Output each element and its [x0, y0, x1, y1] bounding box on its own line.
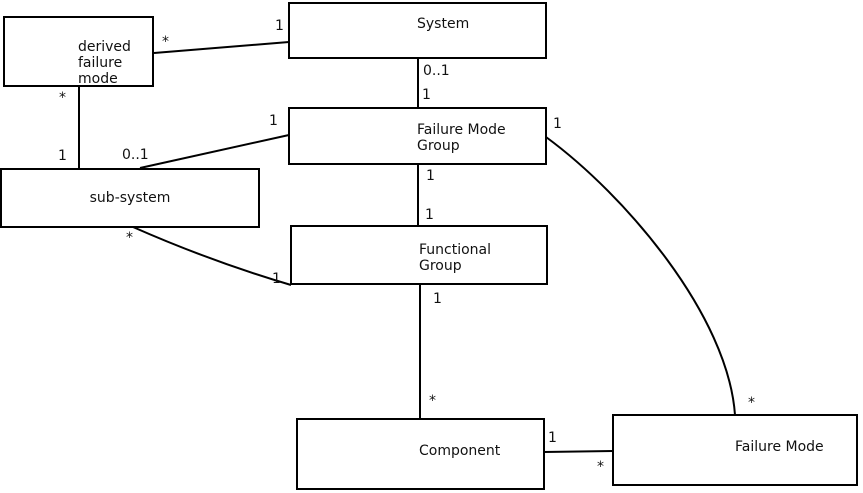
node-component: Component [296, 418, 545, 490]
edge-failure-mode-group-failure-mode [545, 136, 736, 416]
node-failure-mode-group: Failure Mode Group [288, 107, 547, 165]
edge-sub-system-failure-mode-group [139, 134, 290, 169]
mult-component-failure-mode-near-component: 1 [548, 430, 557, 446]
node-label-component: Component [419, 443, 501, 459]
node-label-system: System [417, 16, 470, 32]
mult-sub-system-failure-mode-group-near-group: 1 [269, 113, 278, 129]
mult-derived-failure-mode-system-near-system: 1 [275, 18, 284, 34]
mult-sub-system-functional-group-near-sub-system: * [126, 230, 133, 246]
node-failure-mode: Failure Mode [612, 414, 858, 486]
node-label-failure-mode: Failure Mode [735, 439, 824, 455]
edge-sub-system-functional-group [132, 226, 292, 286]
edge-component-failure-mode [543, 450, 614, 453]
node-system: System [288, 2, 547, 59]
node-derived-failure-mode: derived failure mode [3, 16, 154, 87]
mult-failure-mode-group-functional-group-near-fg: 1 [425, 207, 434, 223]
mult-failure-mode-group-functional-group-near-fmg: 1 [426, 168, 435, 184]
node-label-derived-failure-mode: derived failure mode [78, 39, 131, 87]
mult-sub-system-failure-mode-group-near-sub-system: 0..1 [122, 147, 149, 163]
mult-functional-group-component-near-component: * [429, 393, 436, 409]
node-label-sub-system: sub-system [89, 190, 171, 206]
node-label-functional-group: Functional Group [419, 242, 492, 274]
mult-functional-group-component-near-fg: 1 [433, 291, 442, 307]
mult-sub-system-functional-group-near-fg: 1 [272, 271, 281, 287]
mult-derived-failure-mode-sub-system-near-sub-system: 1 [58, 148, 67, 164]
mult-system-failure-mode-group-near-group: 1 [422, 87, 431, 103]
node-functional-group: Functional Group [290, 225, 548, 285]
mult-failure-mode-group-failure-mode-near-fmg: 1 [553, 116, 562, 132]
mult-derived-failure-mode-system-near-derived: * [162, 34, 169, 50]
mult-component-failure-mode-near-failure-mode: * [597, 459, 604, 475]
mult-failure-mode-group-failure-mode-near-failure-mode: * [748, 395, 755, 411]
mult-derived-failure-mode-sub-system-near-derived: * [59, 90, 66, 106]
node-sub-system: sub-system [0, 168, 260, 228]
node-label-failure-mode-group: Failure Mode Group [417, 122, 506, 154]
edge-derived-failure-mode-system [153, 41, 290, 54]
mult-system-failure-mode-group-near-system: 0..1 [423, 63, 450, 79]
